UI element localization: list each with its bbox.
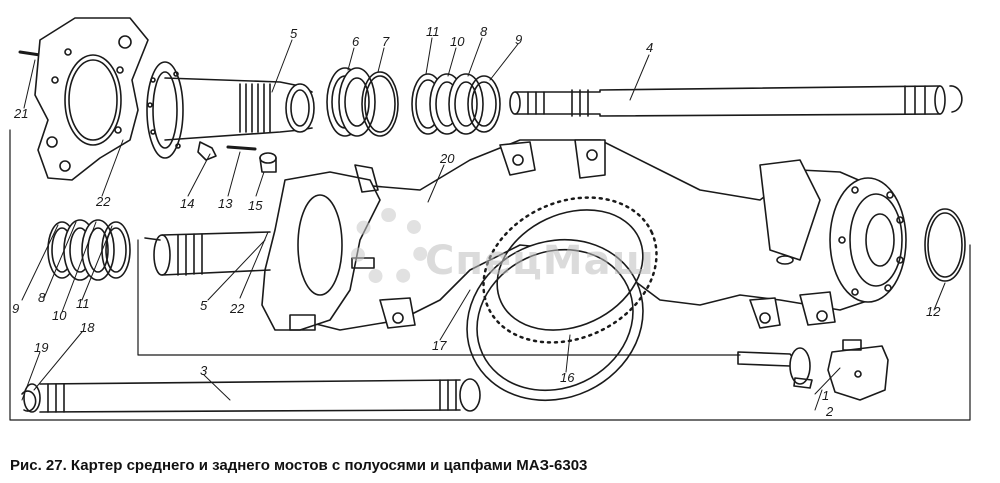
part-19-clip [22,391,36,411]
callout-15: 15 [248,198,263,213]
callout-20: 20 [439,151,455,166]
callout-16: 16 [560,370,575,385]
callout-19: 19 [34,340,48,355]
part-22-flange-plate [35,18,148,180]
part-5-upper-sleeve [147,62,314,160]
exploded-axle-housing-drawing: 21 22 5 14 13 15 6 7 11 10 8 9 4 20 9 8 … [9,0,971,428]
part-1-trunnion [738,348,812,388]
leader-lines [9,37,971,421]
callout-22-upper: 22 [95,194,111,209]
callout-18: 18 [80,320,95,335]
part-10-bearing-lower [82,220,114,280]
callout-7: 7 [382,34,390,49]
callout-12: 12 [926,304,941,319]
callout-2: 2 [825,404,834,419]
part-5-lower-shaft [145,232,270,275]
part-6-bearing [327,68,375,136]
callout-9-upper: 9 [515,32,522,47]
part-8-bearing-upper [449,74,483,134]
callout-10-upper: 10 [450,34,465,49]
callout-5-lower: 5 [200,298,208,313]
callout-9-lower: 9 [12,301,19,316]
callout-3: 3 [200,363,208,378]
callout-14: 14 [180,196,194,211]
part-16-gasket [440,170,680,428]
watermark-gear-icon [350,208,428,286]
callout-11-upper: 11 [426,24,440,39]
part-4-axle-shaft [510,86,962,116]
callout-labels: 21 22 5 14 13 15 6 7 11 10 8 9 4 20 9 8 … [12,24,941,419]
part-21-pin [20,52,40,55]
part-3-axle-shaft [24,379,480,412]
callout-17: 17 [432,338,447,353]
part-15-plug [260,153,276,172]
callout-8-upper: 8 [480,24,488,39]
callout-21: 21 [13,106,28,121]
callout-13: 13 [218,196,233,211]
callout-10-lower: 10 [52,308,67,323]
callout-6: 6 [352,34,360,49]
part-11-ring-lower [102,222,130,278]
axle-housing-body [280,140,906,330]
callout-8-lower: 8 [38,290,46,305]
callout-1: 1 [822,388,829,403]
part-12-o-ring [925,209,965,281]
callout-22-lower: 22 [229,301,245,316]
part-9-ring-upper [468,76,500,132]
figure-caption: Рис. 27. Картер среднего и заднего мосто… [10,457,588,474]
part-13-bolt [228,147,255,149]
part-7-ring [362,72,398,136]
callout-4: 4 [646,40,653,55]
callout-5-upper: 5 [290,26,298,41]
callout-11-lower: 11 [76,296,90,311]
part-2-trunnion-bracket [828,340,888,400]
